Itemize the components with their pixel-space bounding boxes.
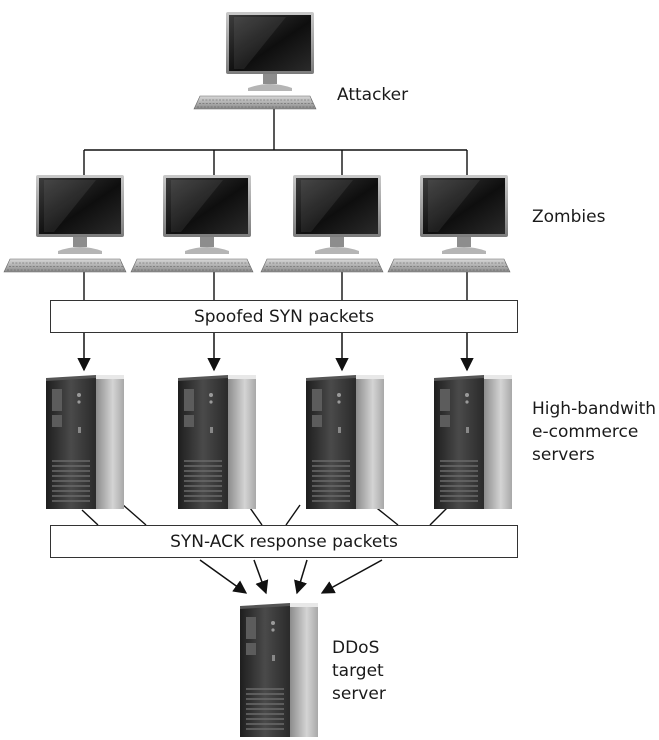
servers-label-line-1: High-bandwith — [532, 399, 657, 419]
attacker-label: Attacker — [337, 85, 409, 105]
synack-arrows — [199, 559, 383, 595]
target-label-line-1: DDoS — [332, 638, 380, 658]
target-label-line-3: server — [332, 684, 386, 704]
target-server-icon — [239, 602, 319, 738]
zombie-computer-icon-2 — [130, 174, 254, 273]
ecommerce-server-icon-3 — [305, 374, 385, 510]
spoofed-syn-box: Spoofed SYN packets — [50, 300, 518, 333]
zombie-computer-icon-4 — [387, 174, 511, 273]
synack-label: SYN-ACK response packets — [170, 531, 398, 552]
zombie-to-box-lines — [83, 272, 468, 300]
target-label-line-2: target — [332, 661, 384, 681]
servers-label: High-bandwith e-commerce servers — [532, 398, 656, 467]
syn-arrows — [77, 332, 474, 372]
ecommerce-server-icon-4 — [433, 374, 513, 510]
server-to-box-lines — [81, 503, 450, 526]
attacker-links — [83, 107, 468, 178]
synack-box: SYN-ACK response packets — [50, 525, 518, 558]
zombie-computer-icon-3 — [260, 174, 384, 273]
attacker-computer-icon — [193, 11, 317, 110]
target-label: DDoS target server — [332, 637, 386, 706]
servers-label-line-3: servers — [532, 445, 595, 465]
spoofed-syn-label: Spoofed SYN packets — [193, 306, 375, 327]
ecommerce-server-icon-1 — [45, 374, 125, 510]
zombies-label: Zombies — [532, 207, 606, 227]
zombie-computer-icon-1 — [3, 174, 127, 273]
ecommerce-server-icon-2 — [177, 374, 257, 510]
servers-label-line-2: e-commerce — [532, 422, 639, 442]
